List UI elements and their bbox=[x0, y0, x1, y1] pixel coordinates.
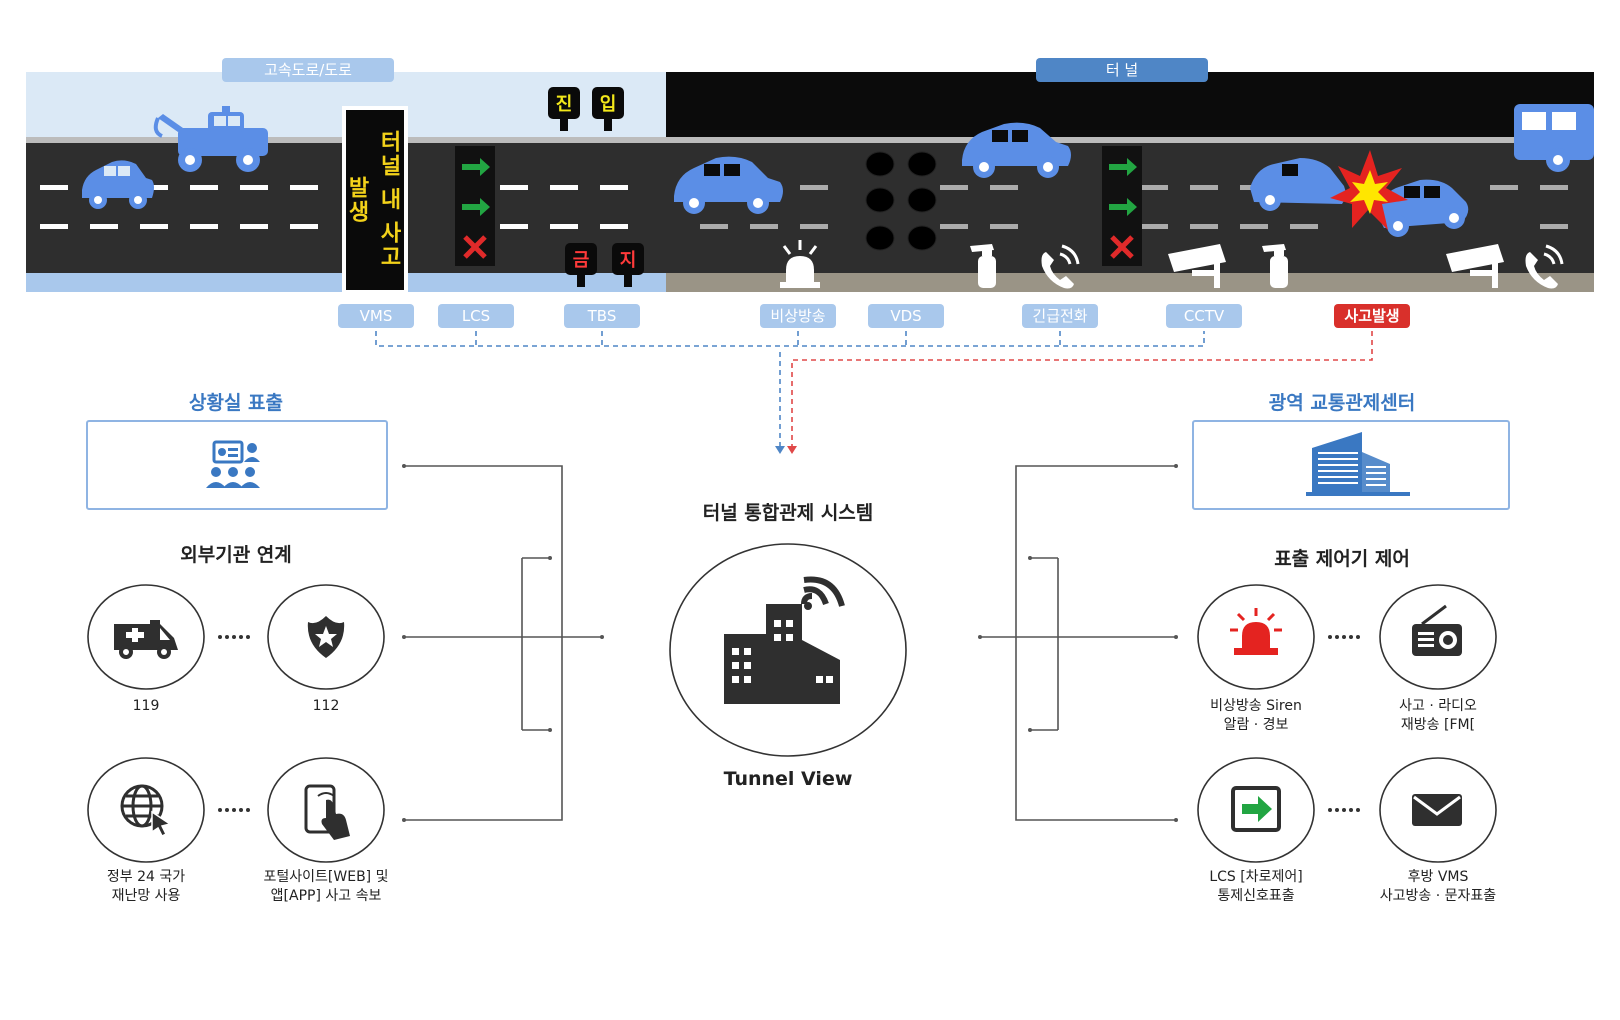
dotted-separators-left bbox=[218, 635, 250, 812]
device-label-broadcast: 비상방송 bbox=[760, 304, 836, 328]
device-label-cctv: CCTV bbox=[1166, 304, 1242, 328]
tbs-prohibit-char-1: 금 bbox=[572, 250, 590, 271]
system-subtitle: Tunnel View bbox=[723, 768, 853, 790]
road-surface bbox=[26, 143, 1594, 273]
control-label-siren: 비상방송 Siren 알람 · 경보 bbox=[1210, 698, 1302, 733]
cctv-2-icon bbox=[1446, 244, 1504, 288]
agency-circle-gov24 bbox=[87, 757, 205, 863]
tbs-enter-char-2: 입 bbox=[599, 94, 617, 115]
device-label-emergency-phone: 긴급전화 bbox=[1022, 304, 1098, 328]
tbs-prohibit-char-2: 지 bbox=[619, 250, 637, 271]
control-room-icon bbox=[206, 440, 260, 488]
siren-icon bbox=[1230, 608, 1282, 655]
emergency-broadcast-light-icon bbox=[780, 240, 820, 288]
connector-dots bbox=[402, 464, 1178, 822]
tunnel-walkway bbox=[666, 273, 1594, 292]
vms-message: 터널 내 사고 발생 bbox=[344, 130, 401, 270]
display-controller-title: 표출 제어기 제어 bbox=[1274, 548, 1410, 570]
crash-car-1-icon bbox=[1250, 158, 1346, 211]
red-arrowhead bbox=[787, 446, 797, 454]
external-agencies-title: 외부기관 연계 bbox=[180, 544, 292, 566]
lane-arrow-icon bbox=[1231, 786, 1281, 832]
office-building-icon bbox=[1306, 432, 1410, 496]
control-label-lcs: LCS [차로제어] 통제신호표출 bbox=[1209, 869, 1303, 904]
device-label-incident: 사고발생 bbox=[1334, 304, 1410, 328]
radio-icon bbox=[1412, 604, 1462, 656]
emergency-phone-2-icon bbox=[1525, 244, 1564, 289]
traffic-center-title: 광역 교통관제센터 bbox=[1268, 392, 1416, 414]
car-tunnel-1-icon bbox=[674, 156, 783, 214]
fire-extinguisher-1-icon bbox=[970, 244, 996, 288]
car-tunnel-2-icon bbox=[962, 122, 1071, 178]
dotted-separators-right bbox=[1328, 635, 1360, 812]
collision-burst-core bbox=[1350, 170, 1388, 214]
fire-extinguisher-2-icon bbox=[1262, 244, 1288, 288]
smart-building-icon bbox=[724, 576, 845, 704]
device-label-vms: VMS bbox=[338, 304, 414, 328]
road-zone-label: 고속도로/도로 bbox=[222, 58, 394, 82]
lcs-signal-tunnel bbox=[1102, 146, 1142, 266]
bus-icon bbox=[1514, 104, 1594, 172]
left-connector-lines bbox=[404, 465, 602, 821]
crash-car-2-icon bbox=[1378, 179, 1469, 237]
agency-label-119: 119 bbox=[132, 698, 160, 714]
system-title: 터널 통합관제 시스템 bbox=[702, 502, 874, 524]
ambulance-icon bbox=[114, 620, 178, 659]
device-link-lines bbox=[375, 331, 1373, 448]
device-label-vds: VDS bbox=[868, 304, 944, 328]
control-label-vms: 후방 VMS 사고방송 · 문자표출 bbox=[1379, 869, 1497, 904]
road-edge-top bbox=[26, 137, 1594, 143]
cctv-1-icon bbox=[1168, 244, 1226, 288]
vds-detector bbox=[865, 151, 937, 251]
vms-board bbox=[342, 106, 408, 292]
control-label-radio: 사고 · 라디오 재방송 [FM[ bbox=[1399, 698, 1477, 733]
emergency-phone-1-icon bbox=[1041, 244, 1080, 289]
tunnel-zone-label: 터 널 bbox=[1036, 58, 1208, 82]
agency-label-portal: 포털사이트[WEB] 및 앱[APP] 사고 속보 bbox=[263, 869, 389, 904]
agency-label-112: 112 bbox=[312, 698, 340, 714]
car-road-icon bbox=[82, 160, 154, 209]
phone-touch-icon bbox=[304, 784, 350, 840]
envelope-icon bbox=[1412, 794, 1462, 826]
control-room-box bbox=[86, 420, 388, 510]
device-label-lcs: LCS bbox=[438, 304, 514, 328]
control-room-title: 상황실 표출 bbox=[188, 392, 283, 414]
agency-label-gov24: 정부 24 국가 재난망 사용 bbox=[106, 869, 186, 904]
tbs-enter-char-1: 진 bbox=[555, 94, 573, 115]
traffic-center-box bbox=[1192, 420, 1510, 510]
tbs-sign-enter bbox=[548, 87, 624, 131]
police-badge-icon bbox=[307, 616, 345, 658]
tbs-sign-prohibit bbox=[565, 243, 644, 287]
device-label-tbs: TBS bbox=[564, 304, 640, 328]
tow-truck-icon bbox=[153, 106, 268, 172]
blue-arrowhead bbox=[775, 446, 785, 454]
globe-cursor-icon bbox=[120, 784, 172, 838]
right-connector-lines bbox=[980, 465, 1176, 821]
lcs-signal-road bbox=[455, 146, 495, 266]
